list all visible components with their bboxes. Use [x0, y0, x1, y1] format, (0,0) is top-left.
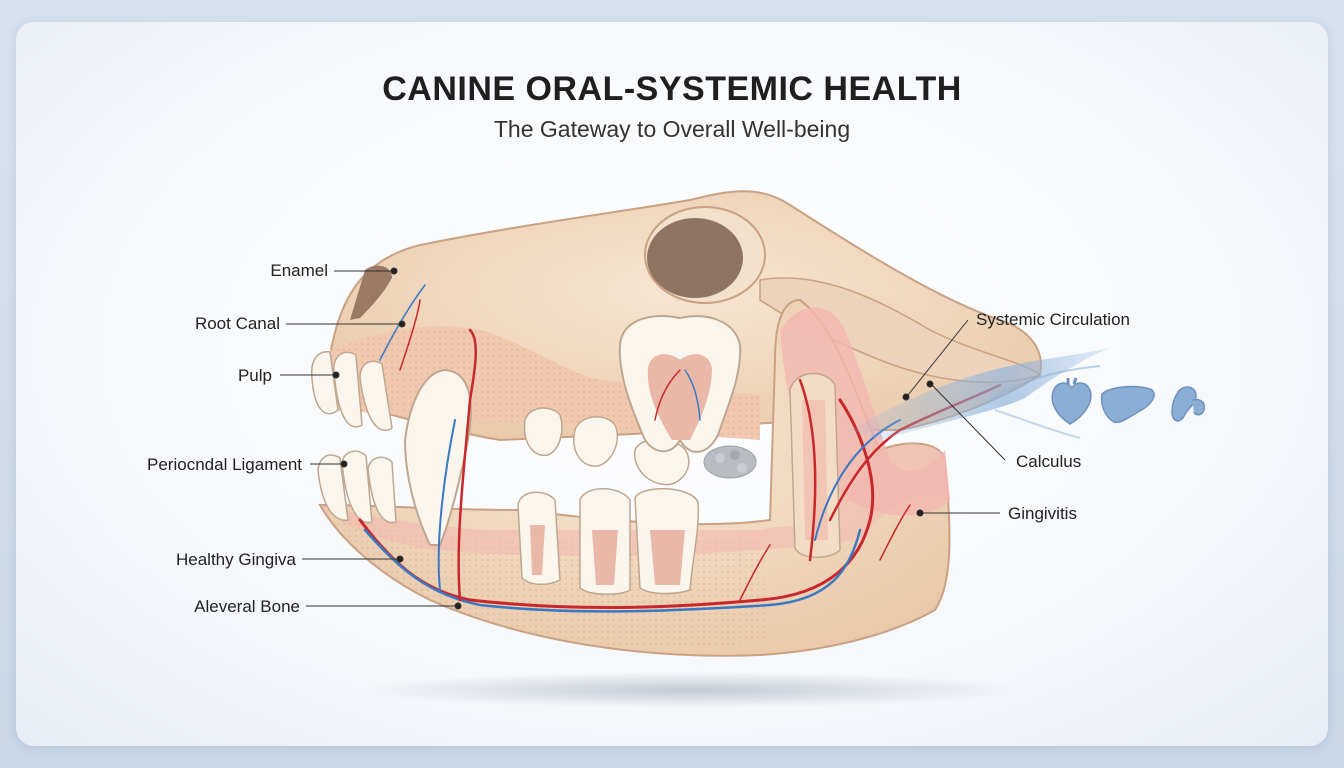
calculus-deposit: [703, 445, 757, 479]
main-vein: [363, 528, 862, 613]
lower-incisors: [317, 450, 397, 524]
label-periodontal-ligament: Perioᴄndal Ligament: [147, 455, 302, 474]
upper-incisors: [310, 351, 393, 431]
callout-lines: [280, 267, 1006, 610]
heart-icon: [1051, 377, 1092, 425]
page-subtitle: The Gateway to Overall Well-being: [493, 116, 851, 142]
page-title: CANINE ORAL-SYSTEMIC HEALTH: [382, 70, 962, 108]
lower-molars: [517, 488, 700, 595]
label-pulp: Pulp: [237, 366, 272, 385]
label-healthy-gingiva: Healthy Gingiva: [175, 550, 296, 569]
label-gingivitis: Gingivitis: [1008, 504, 1077, 523]
upper-molar-pulp: [647, 354, 712, 440]
orbit-cavity: [647, 218, 743, 298]
main-artery: [358, 398, 875, 609]
kidney-icon: [1171, 386, 1206, 422]
label-calculus: Calculus: [1016, 452, 1082, 471]
floor-shadow: [360, 672, 1020, 708]
label-alveolar-bone: Aleveral Bone: [194, 597, 300, 616]
lower-gum: [320, 445, 950, 557]
label-root-canal: Root Canal: [194, 314, 280, 333]
label-enamel: Enamel: [270, 261, 328, 280]
liver-icon: [1100, 385, 1155, 424]
nasal-notch: [350, 265, 392, 320]
systemic-flow-band: [850, 348, 1110, 440]
label-systemic-circulation: Systemic Circulation: [976, 310, 1130, 329]
